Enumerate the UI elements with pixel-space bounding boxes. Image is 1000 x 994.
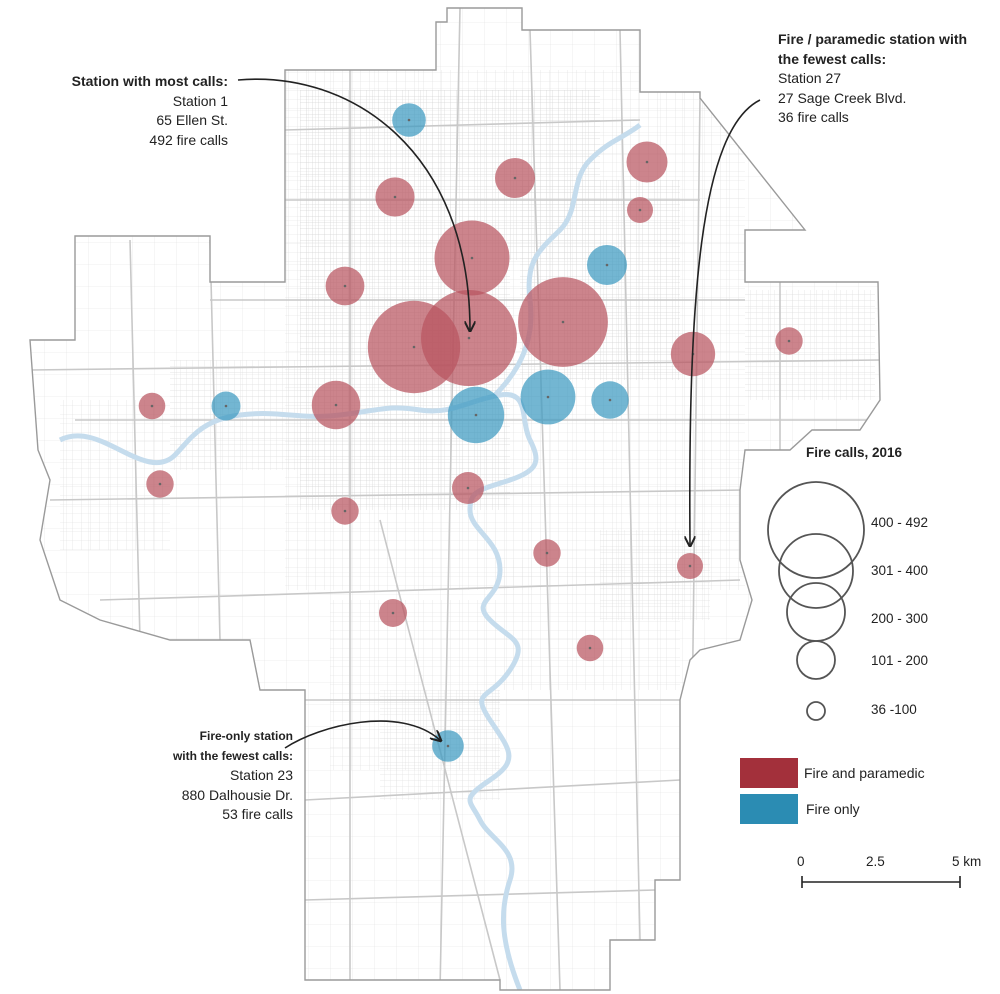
annotation-most-calls: Station with most calls: Station 1 65 El…: [72, 72, 228, 150]
station-point: [343, 284, 347, 288]
annotation-fire-only-address: 880 Dalhousie Dr.: [181, 786, 293, 803]
station-point: [545, 551, 549, 555]
annotation-most-calls-address: 65 Ellen St.: [156, 112, 228, 128]
station-point: [158, 482, 162, 486]
station-point: [150, 404, 154, 408]
legend-title: Fire calls, 2016: [806, 445, 903, 460]
station-point: [407, 118, 411, 122]
station-point: [466, 486, 470, 490]
station-point: [546, 395, 550, 399]
annotation-fewest-calls-heading-2: the fewest calls:: [778, 50, 887, 67]
annotation-fire-only-fewest: Fire-only station with the fewest calls:…: [173, 727, 293, 825]
station-point: [608, 398, 612, 402]
scale-label-2-5: 2.5: [866, 854, 885, 869]
annotation-most-calls-station: Station 1: [172, 92, 228, 109]
station-point: [224, 404, 228, 408]
annotation-fire-only-heading-1: Fire-only station: [199, 729, 293, 743]
scale-bar: [801, 876, 961, 888]
station-point: [688, 564, 692, 568]
station-point: [343, 509, 347, 513]
station-point: [645, 160, 649, 164]
station-point: [470, 256, 474, 260]
annotation-fire-only-count: 53 fire calls: [222, 806, 293, 822]
annotation-fire-only-heading-2: with the fewest calls:: [172, 748, 293, 763]
legend-swatch-fire-paramedic: [740, 758, 798, 788]
annotation-fewest-calls-address: 27 Sage Creek Blvd.: [778, 89, 907, 106]
station-point: [787, 339, 791, 343]
legend-label-fire-paramedic: Fire and paramedic: [804, 765, 925, 781]
legend-size-label-5: 36 -100: [871, 702, 917, 717]
arrow-fewest-calls: [690, 99, 761, 545]
annotation-most-calls-heading: Station with most calls:: [71, 73, 228, 89]
legend-size-label-4: 101 - 200: [871, 653, 929, 668]
legend-size-label-3: 200 - 300: [871, 611, 929, 626]
station-point: [561, 320, 565, 324]
legend-size-label-1: 400 - 492: [871, 515, 929, 530]
annotation-fire-only-station: Station 23: [229, 767, 293, 783]
scale-label-0: 0: [797, 854, 805, 869]
annotation-most-calls-count: 492 fire calls: [149, 131, 228, 148]
legend-size-circles: [767, 481, 865, 721]
legend-label-fire-only: Fire only: [806, 801, 860, 817]
station-point: [605, 263, 609, 267]
scale-label-5km: 5 km: [952, 854, 982, 869]
city-boundary: [29, 7, 881, 991]
station-point: [446, 744, 450, 748]
station-point: [588, 646, 592, 650]
annotation-fewest-calls-heading-1: Fire / paramedic station with: [778, 31, 968, 47]
legend-swatch-fire-only: [740, 794, 798, 824]
station-point: [393, 195, 397, 199]
station-point: [513, 176, 517, 180]
station-point: [467, 336, 471, 340]
station-point: [391, 611, 395, 615]
station-point: [474, 413, 478, 417]
station-point: [334, 403, 338, 407]
arrow-most-calls: [237, 78, 470, 330]
annotation-fewest-calls: Fire / paramedic station with the fewest…: [778, 30, 967, 128]
station-point: [412, 345, 416, 349]
annotation-fewest-calls-count: 36 fire calls: [778, 109, 849, 125]
arrow-fire-only-fewest: [284, 720, 440, 749]
legend-size-label-2: 301 - 400: [871, 563, 929, 578]
station-point: [638, 208, 642, 212]
annotation-fewest-calls-station: Station 27: [778, 70, 842, 86]
